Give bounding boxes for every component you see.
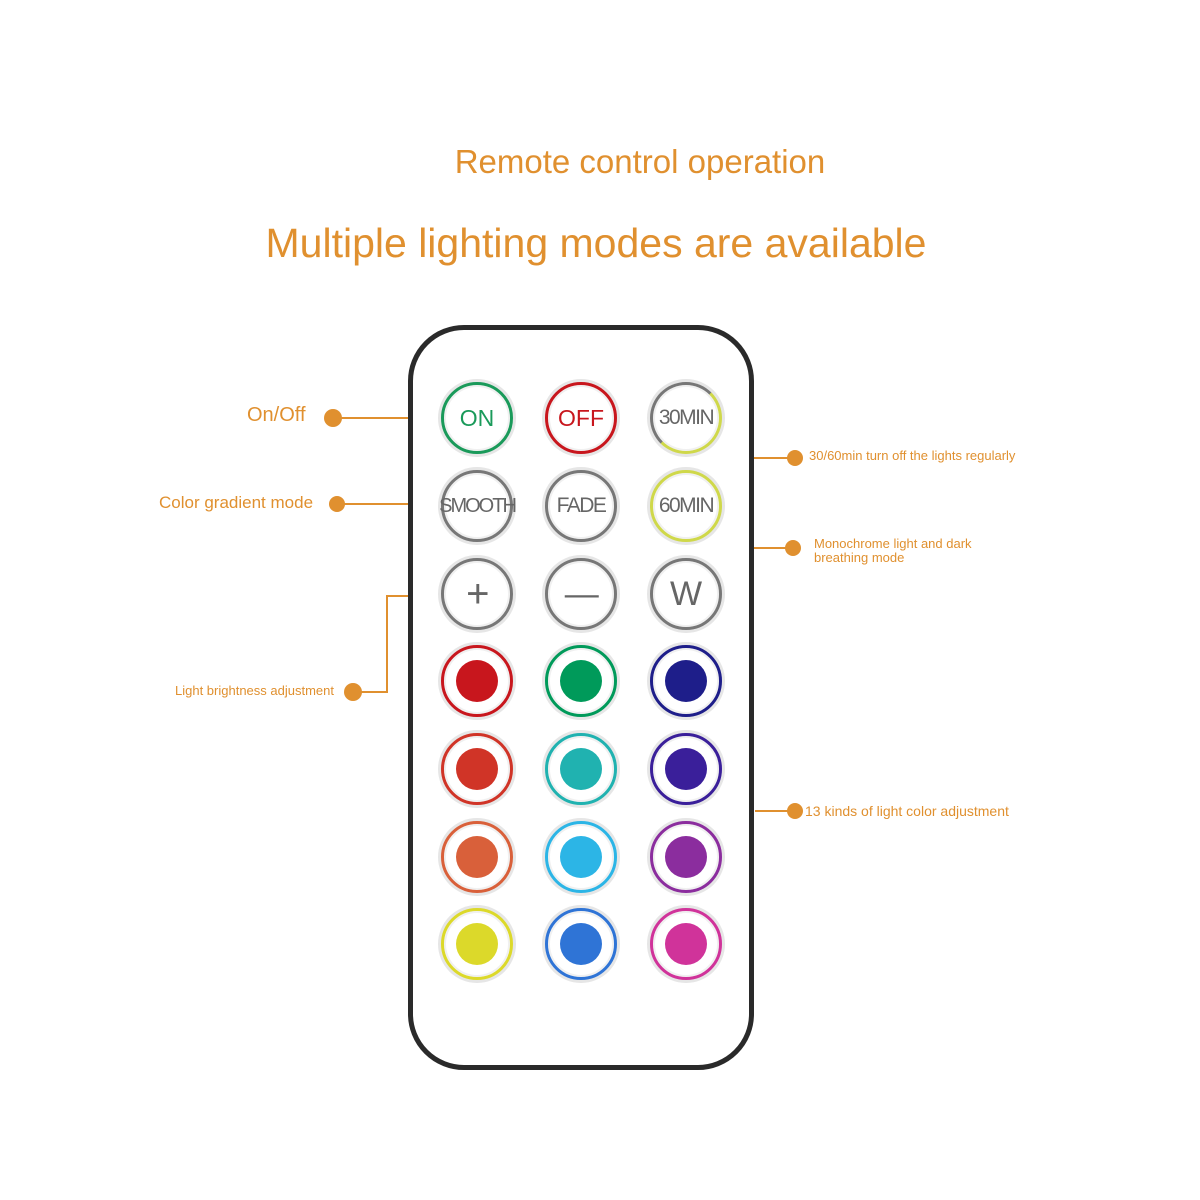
annotation-mono: Monochrome light and dark breathing mode <box>814 536 972 565</box>
brightness-down-button[interactable]: — <box>545 558 617 630</box>
30min-label: 30MIN <box>658 406 715 429</box>
on-label: ON <box>459 404 495 431</box>
color-swatch <box>560 748 602 790</box>
minus-icon: — <box>564 574 599 613</box>
color-swatch <box>456 923 498 965</box>
on-button[interactable]: ON <box>441 382 513 454</box>
smooth-button[interactable]: SMOOTH <box>439 470 517 542</box>
plus-icon: + <box>466 571 489 616</box>
color-swatch <box>665 660 707 702</box>
color-button[interactable] <box>650 733 722 805</box>
annotation-dot <box>329 496 345 512</box>
annotation-colors: 13 kinds of light color adjustment <box>805 803 1009 819</box>
color-swatch <box>665 748 707 790</box>
white-button[interactable]: W <box>650 558 722 630</box>
color-button[interactable] <box>545 645 617 717</box>
color-button[interactable] <box>545 908 617 980</box>
color-button[interactable] <box>441 821 513 893</box>
smooth-label: SMOOTH <box>439 494 517 517</box>
60min-button[interactable]: 60MIN <box>650 470 722 542</box>
white-label: W <box>669 574 703 613</box>
annotation-dot <box>344 683 362 701</box>
color-button[interactable] <box>441 645 513 717</box>
color-button[interactable] <box>545 733 617 805</box>
annotation-on-off: On/Off <box>247 404 306 426</box>
color-swatch <box>665 836 707 878</box>
60min-label: 60MIN <box>658 494 715 517</box>
annotation-brightness: Light brightness adjustment <box>175 683 334 698</box>
off-label: OFF <box>558 404 604 431</box>
annotation-dot <box>787 450 803 466</box>
brightness-up-button[interactable]: + <box>441 558 513 630</box>
subtitle: Remote control operation <box>454 143 826 180</box>
color-button[interactable] <box>441 908 513 980</box>
30min-button[interactable]: 30MIN <box>650 382 722 454</box>
annotation-dot <box>787 803 803 819</box>
color-button[interactable] <box>650 821 722 893</box>
color-swatch <box>560 660 602 702</box>
color-button[interactable] <box>545 821 617 893</box>
page-title: Multiple lighting modes are available <box>265 220 927 266</box>
color-swatch <box>456 748 498 790</box>
color-button[interactable] <box>650 908 722 980</box>
color-button[interactable] <box>650 645 722 717</box>
annotation-dot <box>785 540 801 556</box>
annotation-timer: 30/60min turn off the lights regularly <box>809 448 1016 463</box>
color-swatch <box>560 836 602 878</box>
color-swatch <box>560 923 602 965</box>
color-swatch <box>665 923 707 965</box>
annotation-dot <box>324 409 342 427</box>
color-swatch <box>456 660 498 702</box>
annotation-gradient: Color gradient mode <box>159 493 314 512</box>
color-button[interactable] <box>441 733 513 805</box>
fade-label: FADE <box>556 494 607 517</box>
color-swatch <box>456 836 498 878</box>
fade-button[interactable]: FADE <box>545 470 617 542</box>
off-button[interactable]: OFF <box>545 382 617 454</box>
